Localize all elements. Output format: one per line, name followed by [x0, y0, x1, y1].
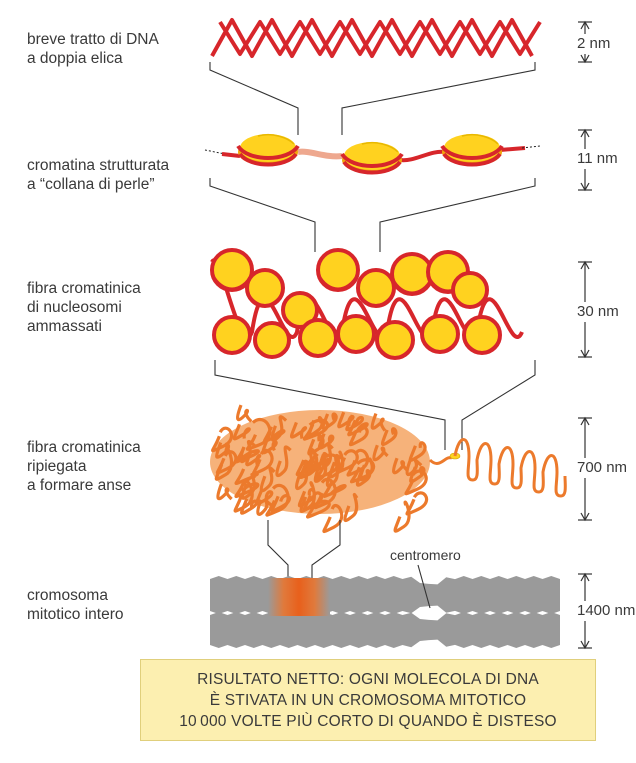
- beads-on-string: [204, 133, 541, 175]
- size-label-1: 2 nm: [577, 35, 610, 52]
- stage-3-label-line-2: di nucleosomi: [27, 299, 122, 316]
- result-box: RISULTATO NETTO: OGNI MOLECOLA DI DNA È …: [140, 659, 596, 741]
- looped-fiber: [210, 404, 567, 534]
- stage-2-label-line-1: cromatina strutturata: [27, 157, 170, 174]
- size-scale-markers: 2 nm 11 nm 30 nm 700 nm 1400 nm: [577, 20, 635, 650]
- stage-1-label-line-1: breve tratto di DNA: [27, 31, 159, 48]
- stage-1-label-line-2: a doppia elica: [27, 50, 123, 67]
- stage-3-label: fibra cromatinica di nucleosomi ammassat…: [27, 280, 141, 335]
- size-marker-3: 30 nm: [577, 260, 619, 359]
- size-label-5: 1400 nm: [577, 602, 635, 619]
- size-label-2: 11 nm: [577, 150, 618, 167]
- result-line-2: È STIVATA IN UN CROMOSOMA MITOTICO: [209, 691, 527, 709]
- stage-5-label-line-1: cromosoma: [27, 587, 108, 604]
- nucleosome: [440, 133, 504, 167]
- size-marker-1: 2 nm: [577, 20, 610, 64]
- stage-4-label: fibra cromatinica ripiegata a formare an…: [27, 439, 141, 494]
- stage-3-label-line-1: fibra cromatinica: [27, 280, 141, 297]
- dna-strand-b: [218, 20, 542, 56]
- dna-double-helix: [210, 18, 542, 58]
- zoom-connector-4: [267, 520, 341, 578]
- stage-4-label-line-3: a formare anse: [27, 477, 131, 494]
- stage-4-label-line-1: fibra cromatinica: [27, 439, 141, 456]
- mitotic-chromosome: centromero: [210, 547, 560, 648]
- nucleosome: [340, 141, 404, 175]
- size-label-3: 30 nm: [577, 303, 619, 320]
- stage-2-label-line-2: a “collana di perle”: [27, 176, 155, 193]
- size-marker-4: 700 nm: [577, 416, 627, 522]
- nucleosome: [236, 133, 300, 167]
- size-marker-5: 1400 nm: [577, 572, 635, 650]
- stage-2-label: cromatina strutturata a “collana di perl…: [27, 157, 170, 193]
- zoom-connector-3: [214, 360, 536, 450]
- zoom-connector-1: [209, 62, 536, 135]
- result-line-3: 10 000 VOLTE PIÙ CORTO DI QUANDO È DISTE…: [179, 712, 557, 730]
- linker-dna: [297, 148, 343, 160]
- stage-4-label-line-2: ripiegata: [27, 458, 87, 475]
- stage-5-label: cromosoma mitotico intero: [27, 587, 123, 623]
- 30nm-fiber: [210, 248, 524, 360]
- zoom-connector-2: [209, 178, 536, 252]
- stage-3-label-line-3: ammassati: [27, 318, 102, 335]
- chromosome-band: [268, 578, 330, 616]
- size-marker-2: 11 nm: [577, 128, 618, 192]
- stage-1-label: breve tratto di DNA a doppia elica: [27, 31, 159, 67]
- result-line-1: RISULTATO NETTO: OGNI MOLECOLA DI DNA: [197, 670, 539, 688]
- size-label-4: 700 nm: [577, 459, 627, 476]
- centromere-label: centromero: [390, 547, 461, 563]
- stage-5-label-line-2: mitotico intero: [27, 606, 123, 623]
